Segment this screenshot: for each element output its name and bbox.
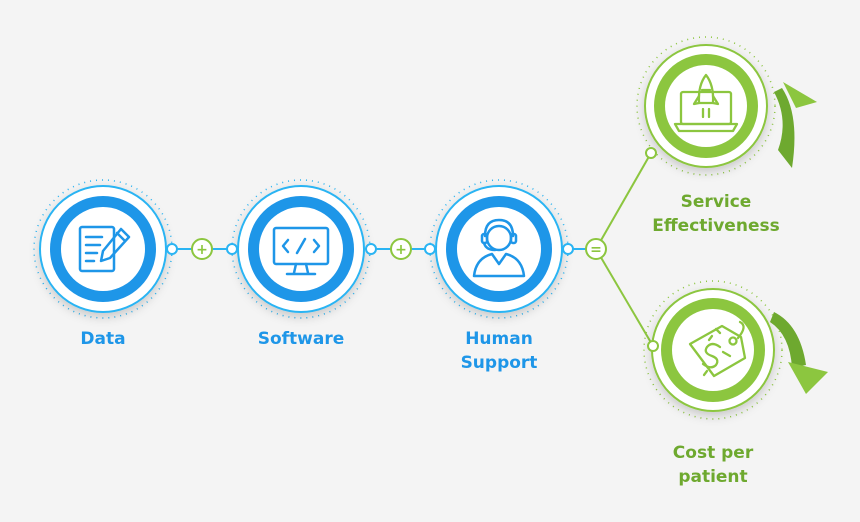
label-software: Software xyxy=(246,327,356,351)
plus-sign: + xyxy=(196,242,208,258)
plus-sign: + xyxy=(395,242,407,258)
node-cost-port xyxy=(647,340,659,352)
node-software-port-left xyxy=(226,243,238,255)
node-data-inner xyxy=(61,207,145,291)
node-service-dotted-ring xyxy=(636,36,776,176)
operator-plus-1: + xyxy=(191,238,213,260)
trend-up-arrow-body xyxy=(774,88,795,168)
laptop-rocket-icon xyxy=(673,73,739,133)
label-data-line-1: Data xyxy=(80,329,126,349)
trend-down-arrow-body xyxy=(770,312,806,368)
node-service-effectiveness xyxy=(636,36,817,176)
node-support-port-right xyxy=(562,243,574,255)
label-service-line-2: Effectiveness xyxy=(652,216,780,236)
equals-sign: = xyxy=(590,242,602,258)
node-cost-inner xyxy=(672,309,754,391)
label-service-line-1: Service xyxy=(680,192,752,212)
label-data: Data xyxy=(53,327,153,351)
label-cost-line-1: Cost per xyxy=(672,443,754,463)
trend-up-arrow-head xyxy=(783,82,817,108)
node-data xyxy=(33,179,178,319)
node-human-support xyxy=(424,179,574,319)
monitor-code-icon xyxy=(272,226,330,276)
trend-down-arrow-head xyxy=(788,362,828,394)
operator-plus-2: + xyxy=(390,238,412,260)
operator-equals: = xyxy=(585,238,607,260)
node-software-inner xyxy=(259,207,343,291)
node-service-port xyxy=(645,147,657,159)
node-support-port-left xyxy=(424,243,436,255)
label-human-support: Human Support xyxy=(444,327,554,375)
label-human-support-line-2: Support xyxy=(460,353,538,373)
branch-line-up xyxy=(595,152,652,250)
label-cost-per-patient: Cost per patient xyxy=(658,441,768,489)
node-cost-dotted-ring xyxy=(643,280,783,420)
node-software xyxy=(226,179,377,319)
label-cost-line-2: patient xyxy=(678,467,748,487)
node-cost-per-patient xyxy=(643,280,828,420)
label-service-effectiveness: Service Effectiveness xyxy=(641,190,791,238)
node-service-inner xyxy=(665,65,747,147)
node-data-port-right xyxy=(166,243,178,255)
document-pencil-icon xyxy=(78,225,131,273)
label-human-support-line-1: Human xyxy=(465,329,533,349)
label-software-line-1: Software xyxy=(257,329,345,349)
node-software-port-right xyxy=(365,243,377,255)
branch-line-down xyxy=(595,248,654,347)
price-tag-dollar-icon xyxy=(688,320,747,378)
headset-agent-icon xyxy=(472,218,526,278)
branch-lines xyxy=(595,152,654,347)
